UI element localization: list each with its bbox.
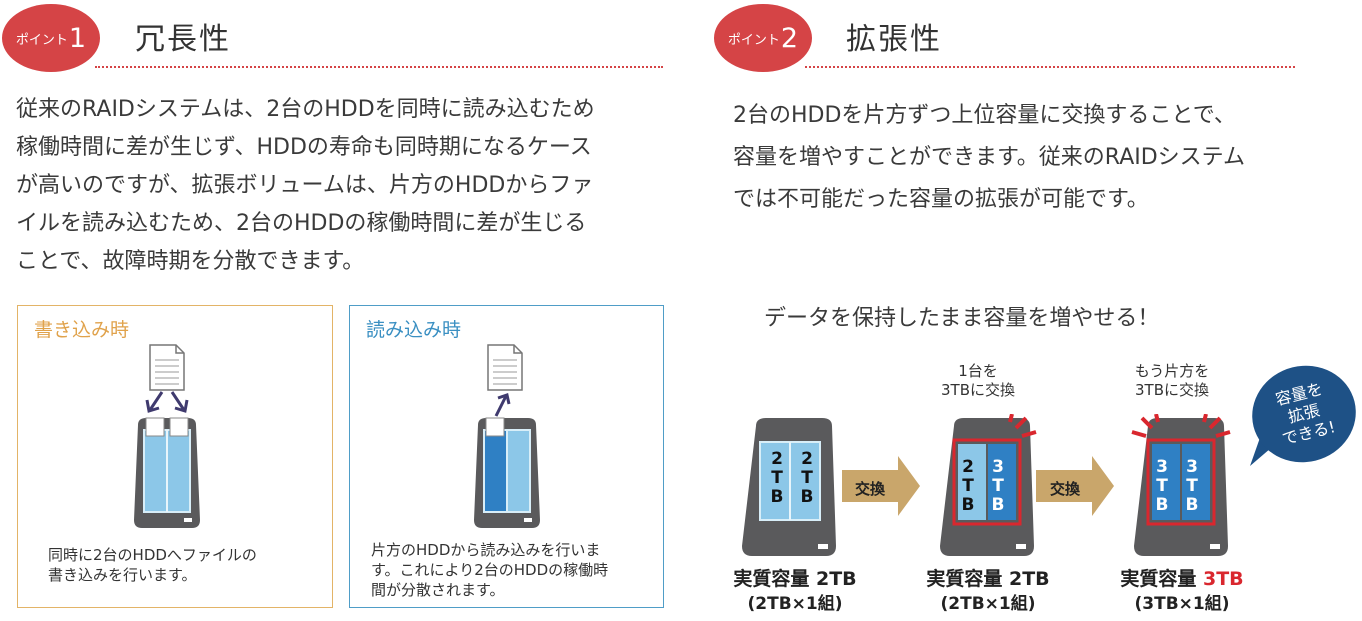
capacity-value-highlight: 3TB <box>1202 568 1244 590</box>
document-icon <box>487 344 523 391</box>
capacity-value: 2TB <box>1008 568 1050 590</box>
point2-badge-label: ポイント <box>727 32 780 48</box>
unit2-sub: (2TB×1組) <box>940 594 1036 614</box>
step2-note-line-2: 3TBに交換 <box>941 381 1015 399</box>
point2-badge-number: 2 <box>780 22 799 54</box>
point1-divider <box>95 66 663 68</box>
disk-char: T <box>992 476 1004 496</box>
point2-line-1: 2台のHDDを片方ずつ上位容量に交換することで、 <box>733 103 1236 128</box>
point1-line-5: ことで、故障時期を分散できます。 <box>16 249 365 274</box>
read-box <box>349 305 664 608</box>
exchange-arrow-1 <box>842 456 920 516</box>
step3-note: もう片方を 3TBに交換 <box>1110 362 1234 400</box>
disk-char: 3 <box>1186 457 1198 477</box>
unit3-sub: (3TB×1組) <box>1134 594 1230 614</box>
read-caption-line-3: 間が分散されます。 <box>371 581 505 599</box>
step2-note-line-1: 1台を <box>958 362 998 380</box>
read-caption-line-1: 片方のHDDから読み込みを行いま <box>371 541 601 559</box>
unit1-capacity: 実質容量 2TB <box>725 564 865 591</box>
read-box-title: 読み込み時 <box>366 319 462 341</box>
capacity-value: 2TB <box>815 568 857 590</box>
write-box-caption: 同時に2台のHDDへファイルの 書き込みを行います。 <box>48 545 257 585</box>
disk-char: B <box>991 495 1005 515</box>
capacity-prefix: 実質容量 <box>733 568 816 590</box>
write-hdd-illustration <box>134 344 200 528</box>
write-box-title: 書き込み時 <box>34 319 130 341</box>
capacity-prefix: 実質容量 <box>1120 568 1203 590</box>
disk-char: 2 <box>962 457 974 477</box>
point1-line-3: が高いのですが、拡張ボリュームは、片方のHDDからファ <box>16 173 594 198</box>
point1-line-2: 稼働時間に差が生じず、HDDの寿命も同時期になるケース <box>16 135 592 160</box>
point1-line-1: 従来のRAIDシステムは、2台のHDDを同時に読み込むため <box>16 97 595 122</box>
exchange-label-2: 交換 <box>1050 480 1081 498</box>
point2-line-2: 容量を増やすことができます。従来のRAIDシステム <box>733 145 1246 170</box>
write-box <box>17 305 333 608</box>
step3-note-line-1: もう片方を <box>1134 362 1210 380</box>
disk-char: T <box>801 468 813 488</box>
nas-unit-3 <box>1131 414 1231 556</box>
disk-char: 2 <box>771 449 783 469</box>
write-caption-line-1: 同時に2台のHDDへファイルの <box>48 546 257 564</box>
read-hdd-illustration <box>474 344 540 528</box>
read-box-caption: 片方のHDDから読み込みを行いま す。これにより2台のHDDの稼働時 間が分散さ… <box>371 540 608 600</box>
flash-mark-icon <box>1131 414 1231 438</box>
disk-char: T <box>962 476 974 496</box>
point2-title: 拡張性 <box>846 22 942 57</box>
disk-char: 3 <box>992 457 1004 477</box>
document-icon <box>149 344 185 391</box>
unit1-sub: (2TB×1組) <box>747 594 843 614</box>
write-arrows-icon <box>145 391 189 413</box>
step3-note-line-2: 3TBに交換 <box>1135 381 1209 399</box>
disk-char: B <box>770 487 784 507</box>
diagram-headline: データを保持したまま容量を増やせる！ <box>764 306 1160 331</box>
exchange-label-1: 交換 <box>855 480 886 498</box>
disk-char: B <box>800 487 814 507</box>
disk-char: B <box>1185 495 1199 515</box>
capacity-prefix: 実質容量 <box>926 568 1009 590</box>
disk-char: 3 <box>1156 457 1168 477</box>
disk-char: 2 <box>801 449 813 469</box>
flash-mark-icon <box>1008 414 1037 438</box>
point2-divider <box>805 66 1295 68</box>
disk-char: B <box>961 495 975 515</box>
expansion-diagram <box>742 414 1231 556</box>
point2-body: 2台のHDDを片方ずつ上位容量に交換することで、 容量を増やすことができます。従… <box>733 95 1245 221</box>
read-caption-line-2: す。これにより2台のHDDの稼働時 <box>371 561 609 579</box>
point1-badge-label: ポイント <box>15 32 68 48</box>
nas-device-icon <box>134 417 200 528</box>
point1-body: 従来のRAIDシステムは、2台のHDDを同時に読み込むため 稼働時間に差が生じず… <box>16 91 595 281</box>
read-arrow-icon <box>494 393 511 417</box>
disk-char: B <box>1155 495 1169 515</box>
disk-char: T <box>771 468 783 488</box>
write-caption-line-2: 書き込みを行います。 <box>48 566 197 584</box>
nas-unit-2 <box>940 414 1037 556</box>
disk-char: T <box>1156 476 1168 496</box>
point1-badge-number: 1 <box>68 22 87 54</box>
step2-note: 1台を 3TBに交換 <box>918 362 1038 400</box>
unit2-capacity: 実質容量 2TB <box>918 564 1058 591</box>
point1-title: 冗長性 <box>135 22 231 57</box>
nas-unit-1 <box>742 418 836 556</box>
exchange-arrow-2 <box>1036 456 1114 516</box>
point1-line-4: イルを読み込むため、2台のHDDの稼働時間に差が生じる <box>16 211 587 236</box>
unit3-capacity: 実質容量 3TB <box>1112 564 1252 591</box>
disk-char: T <box>1186 476 1198 496</box>
point2-line-3: では不可能だった容量の拡張が可能です。 <box>733 187 1149 212</box>
nas-device-icon <box>474 417 540 528</box>
